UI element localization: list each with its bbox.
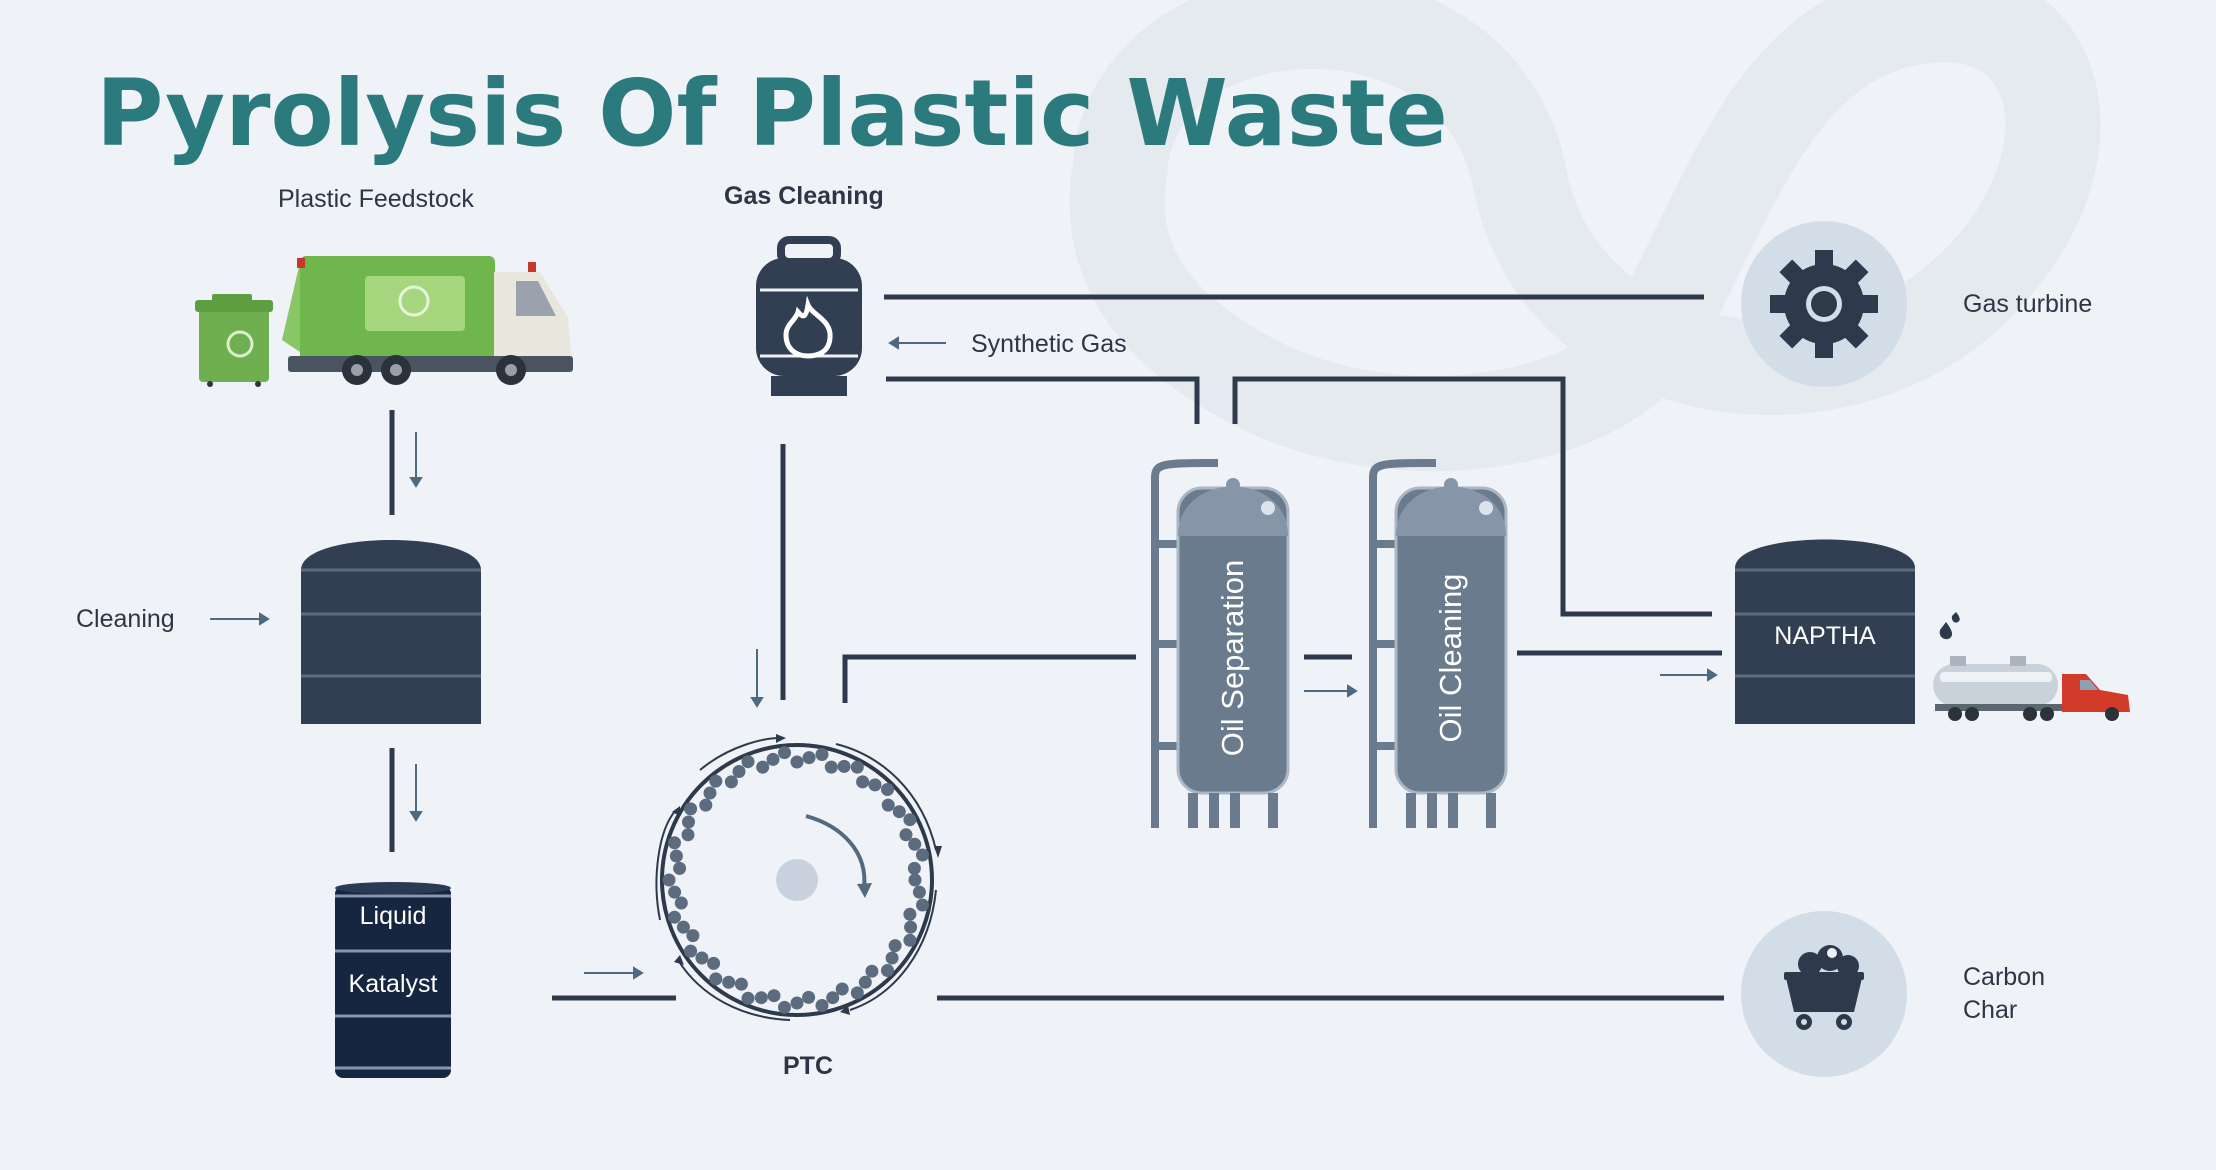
ptc-pellet — [802, 751, 816, 765]
ptc-pellet — [815, 999, 829, 1012]
ptc-pellet — [766, 752, 780, 766]
ptc-pellet — [907, 861, 921, 875]
ptc-pellet — [722, 975, 736, 989]
ptc-pellet — [865, 964, 879, 978]
mine-cart-icon — [1741, 911, 1907, 1077]
ptc-pellet — [824, 760, 838, 774]
cleaning-tank — [301, 540, 481, 724]
gear-icon — [1741, 221, 1907, 387]
oil-separation-column — [1151, 459, 1290, 828]
ptc-pellet — [754, 991, 768, 1005]
ptc-pellet — [835, 982, 849, 996]
recycle-bin-icon — [195, 294, 273, 387]
ptc-pellet — [668, 836, 681, 850]
ptc-pellet — [767, 989, 781, 1003]
connector-lines — [389, 294, 1724, 1001]
ptc-pellet — [682, 815, 695, 829]
synthetic-gas-label: Synthetic Gas — [971, 330, 1127, 358]
ptc-pellet — [903, 933, 917, 947]
ptc-pellet — [756, 760, 770, 774]
page-title: Pyrolysis Of Plastic Waste — [96, 60, 1448, 167]
ptc-pellet — [899, 828, 913, 842]
ptc-pellet — [856, 775, 870, 789]
ptc-pellet — [732, 765, 746, 778]
liquid-label: Liquid — [359, 902, 427, 930]
ptc-pellet — [790, 996, 804, 1010]
ptc-pellet — [668, 885, 682, 899]
ptc-pellet — [885, 951, 899, 965]
ptc-pellet — [850, 986, 864, 1000]
ptc-pellet — [703, 786, 717, 800]
ptc-pellet — [837, 759, 851, 773]
char-label: Char — [1963, 996, 2018, 1024]
ptc-pellet — [686, 929, 700, 943]
tanker-truck-icon — [1933, 656, 2130, 721]
ptc-pellet — [699, 798, 713, 812]
ptc-pellet — [888, 939, 902, 953]
flow-arrows — [210, 336, 1718, 980]
recycling-truck-icon — [282, 256, 573, 385]
ptc-pellet — [802, 990, 816, 1004]
oil-separation-label: Oil Separation — [1215, 559, 1250, 757]
ptc-pellet — [778, 1000, 791, 1014]
ptc-pellet — [815, 748, 829, 761]
carbon-label: Carbon — [1963, 963, 2045, 991]
drum-icon — [335, 882, 451, 1078]
ptc-pellet — [741, 991, 755, 1005]
ptc-pellet — [912, 885, 926, 899]
ptc-pellet — [826, 991, 840, 1005]
oil-cleaning-column — [1369, 459, 1508, 828]
ptc-pellet — [734, 977, 748, 991]
ptc-pellet — [676, 920, 690, 934]
ptc-pellet — [881, 798, 895, 812]
ptc-pellet — [916, 898, 929, 912]
oil-drop-icon — [1939, 612, 1960, 640]
ptc-pellets — [662, 746, 929, 1014]
gas-cylinder-flame-icon — [756, 236, 862, 396]
ptc-pellet — [707, 956, 721, 970]
ptc-label: PTC — [783, 1052, 833, 1080]
ptc-pellet — [684, 802, 698, 816]
ptc-pellet — [684, 944, 698, 958]
ptc-pellet — [709, 774, 723, 788]
ptc-pellet — [850, 760, 864, 774]
ptc-pellet — [903, 813, 917, 827]
ptc-pellet — [709, 972, 723, 986]
naptha-label: NAPTHA — [1774, 622, 1876, 650]
gas-cleaning-label: Gas Cleaning — [724, 182, 884, 210]
ptc-pellet — [858, 975, 872, 989]
ptc-pellet — [741, 755, 755, 769]
ptc-pellet — [908, 837, 922, 851]
katalyst-label: Katalyst — [348, 970, 438, 998]
ptc-pellet — [868, 778, 882, 792]
naptha-tank — [1735, 539, 1915, 724]
ptc-pellet — [669, 849, 683, 863]
ptc-pellet — [881, 964, 894, 977]
ptc-pellet — [908, 873, 922, 887]
gas-turbine-label: Gas turbine — [1963, 290, 2093, 318]
ptc-reactor — [655, 734, 942, 1021]
ptc-pellet — [916, 848, 929, 862]
ptc-pellet — [778, 746, 791, 760]
ptc-pellet — [681, 828, 695, 842]
ptc-pellet — [904, 920, 918, 934]
ptc-pellet — [892, 805, 906, 819]
cleaning-label: Cleaning — [76, 605, 175, 633]
ptc-pellet — [668, 910, 681, 924]
oil-cleaning-label: Oil Cleaning — [1433, 573, 1468, 743]
ptc-pellet — [790, 755, 804, 769]
ptc-pellet — [903, 907, 917, 921]
ptc-pellet — [662, 873, 676, 887]
watermark-infinity-icon — [1069, 0, 2101, 472]
ptc-pellet — [674, 896, 688, 910]
plastic-feedstock-label: Plastic Feedstock — [278, 185, 474, 213]
ptc-pellet — [881, 783, 894, 796]
ptc-pellet — [695, 951, 709, 965]
ptc-pellet — [724, 775, 738, 789]
ptc-pellet — [673, 861, 687, 875]
